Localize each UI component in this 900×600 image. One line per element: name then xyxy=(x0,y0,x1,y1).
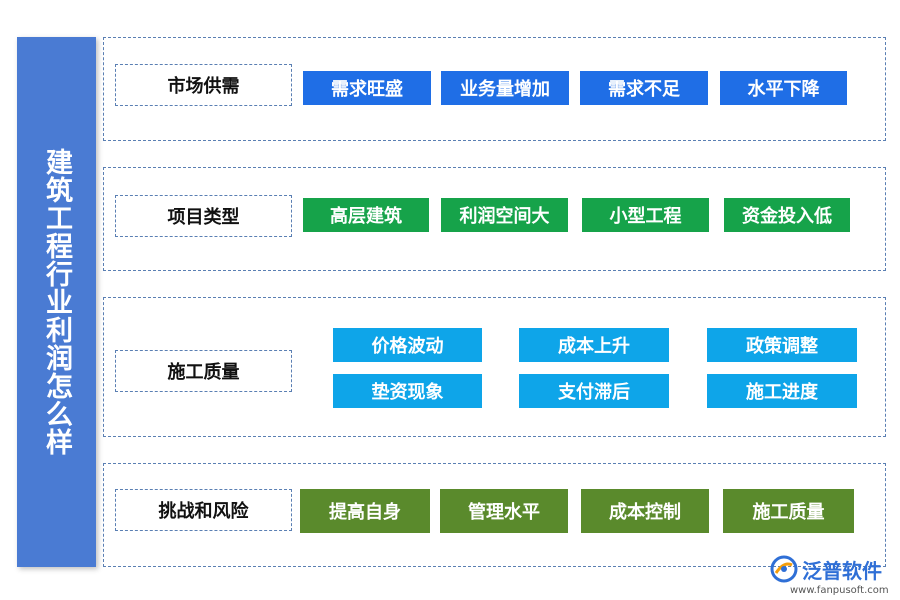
row-construction-quality: 施工质量 价格波动 成本上升 政策调整 垫资现象 支付滞后 施工进度 xyxy=(103,297,886,437)
chip-item: 业务量增加 xyxy=(441,71,569,105)
main-title-panel: 建筑工程行业利润怎么样 xyxy=(17,37,96,567)
chip-item: 提高自身 xyxy=(300,489,430,533)
row-label: 施工质量 xyxy=(115,350,292,392)
chip-item: 政策调整 xyxy=(707,328,857,362)
row-label: 市场供需 xyxy=(115,64,292,106)
row-label: 项目类型 xyxy=(115,195,292,237)
chip-item: 支付滞后 xyxy=(519,374,669,408)
brand-name: 泛普软件 xyxy=(802,558,882,583)
chip-item: 水平下降 xyxy=(720,71,847,105)
chip-item: 垫资现象 xyxy=(333,374,482,408)
chip-item: 小型工程 xyxy=(582,198,709,232)
row-label: 挑战和风险 xyxy=(115,489,292,531)
chip-item: 利润空间大 xyxy=(441,198,568,232)
chip-item: 需求旺盛 xyxy=(303,71,431,105)
row-market-supply-demand: 市场供需 需求旺盛 业务量增加 需求不足 水平下降 xyxy=(103,37,886,141)
main-title: 建筑工程行业利润怎么样 xyxy=(41,148,72,456)
chip-item: 高层建筑 xyxy=(303,198,429,232)
fanpu-logo-icon xyxy=(770,555,798,583)
chip-item: 价格波动 xyxy=(333,328,482,362)
row-project-type: 项目类型 高层建筑 利润空间大 小型工程 资金投入低 xyxy=(103,167,886,271)
chip-item: 成本控制 xyxy=(581,489,709,533)
brand-logo: 泛普软件 xyxy=(770,552,882,586)
chip-item: 管理水平 xyxy=(440,489,568,533)
chip-item: 施工进度 xyxy=(707,374,857,408)
row-challenges-risks: 挑战和风险 提高自身 管理水平 成本控制 施工质量 xyxy=(103,463,886,567)
chip-item: 资金投入低 xyxy=(724,198,850,232)
chip-item: 施工质量 xyxy=(723,489,854,533)
brand-url: www.fanpusoft.com xyxy=(790,585,889,596)
chip-item: 需求不足 xyxy=(580,71,708,105)
chip-item: 成本上升 xyxy=(519,328,669,362)
